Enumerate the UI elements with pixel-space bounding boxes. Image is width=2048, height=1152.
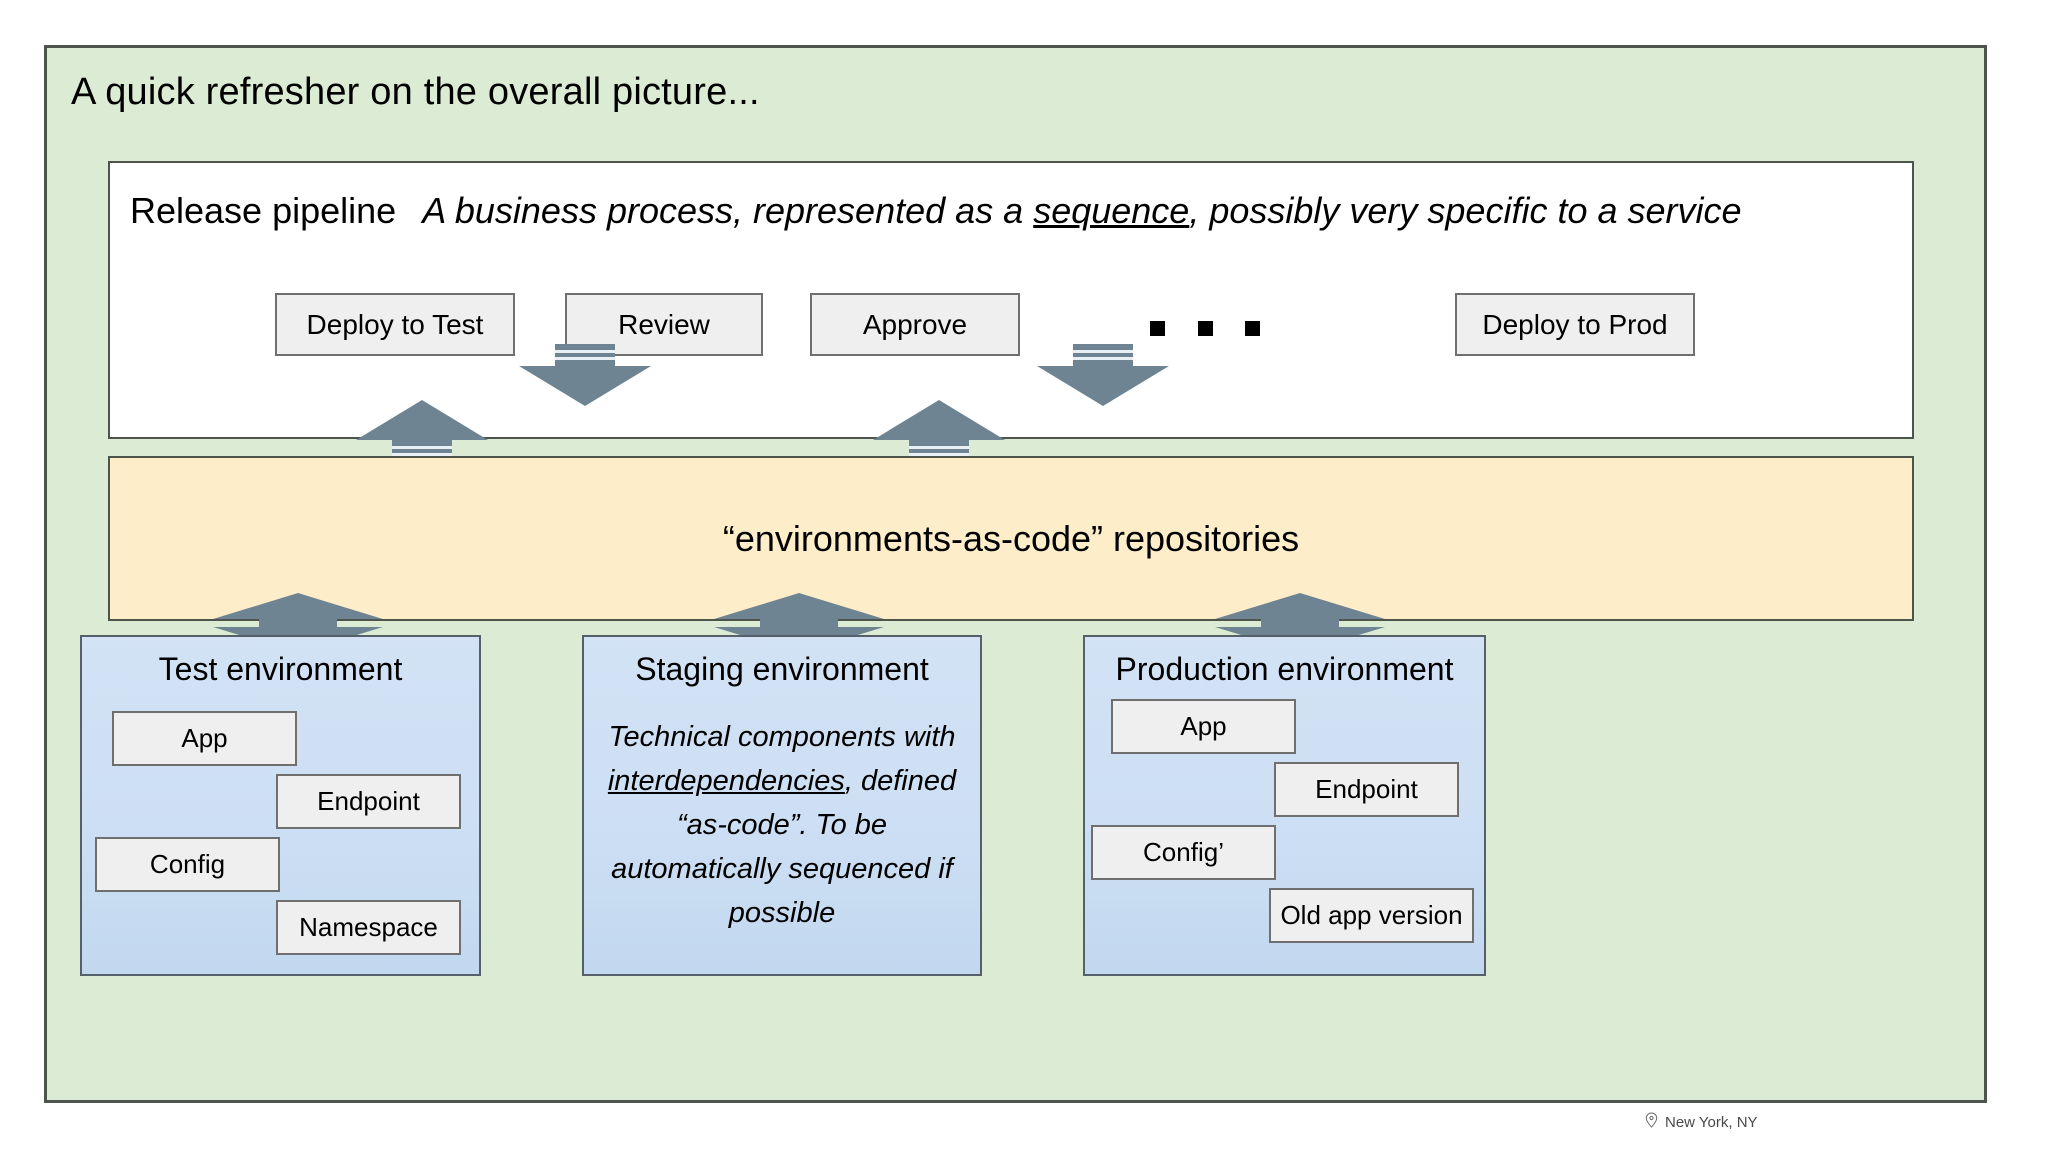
component-prod-app[interactable]: App [1111, 699, 1296, 754]
staging-note-part-1: Technical components with [608, 721, 956, 753]
environment-panel-staging: Staging environment Technical components… [582, 635, 982, 976]
pipeline-ellipsis-icon [1150, 299, 1260, 357]
component-prod-config[interactable]: Config’ [1091, 825, 1276, 880]
environment-title-staging: Staging environment [635, 651, 929, 687]
pipeline-stage-row: Deploy to Test Review Approve Deploy to … [110, 293, 1912, 373]
component-prod-old-app-version[interactable]: Old app version [1269, 888, 1474, 943]
arrow-down-test-repos [519, 344, 651, 406]
component-test-endpoint[interactable]: Endpoint [276, 774, 461, 829]
footer-location-label: New York, NY [1665, 1113, 1758, 1131]
component-test-config[interactable]: Config [95, 837, 280, 892]
release-pipeline-label: Release pipeline [130, 190, 397, 231]
arrow-up-pipeline-prod [873, 400, 1005, 462]
description-emphasis-sequence: sequence [1033, 190, 1190, 231]
ellipsis-dot-1 [1150, 320, 1165, 336]
ellipsis-dot-3 [1245, 320, 1260, 336]
release-pipeline-panel: Release pipeline A business process, repr… [108, 161, 1914, 439]
environment-panel-production: Production environment App Endpoint Conf… [1083, 635, 1486, 976]
staging-note-part-2: , defined “as-code”. To be automatically… [611, 765, 957, 929]
ellipsis-dot-2 [1197, 320, 1213, 336]
environment-note-staging: Technical components with interdependenc… [604, 715, 960, 935]
location-pin-icon [1645, 1112, 1658, 1132]
pipeline-stage-deploy-to-prod[interactable]: Deploy to Prod [1455, 293, 1695, 356]
arrow-down-prod-repos [1037, 344, 1169, 406]
repositories-label: “environments-as-code” repositories [722, 517, 1300, 559]
arrow-up-pipeline-test [356, 400, 488, 462]
pipeline-stage-approve[interactable]: Approve [810, 293, 1020, 356]
component-test-namespace[interactable]: Namespace [276, 900, 461, 955]
staging-note-emphasis-interdependencies: interdependencies [607, 765, 845, 797]
release-pipeline-description: A business process, represented as a seq… [422, 190, 1741, 231]
environment-panel-test: Test environment App Endpoint Config Nam… [80, 635, 481, 976]
release-pipeline-heading: Release pipeline A business process, repr… [130, 189, 1902, 233]
page-title: A quick refresher on the overall picture… [71, 71, 760, 113]
environment-title-test: Test environment [158, 651, 403, 687]
component-prod-endpoint[interactable]: Endpoint [1274, 762, 1459, 817]
slide-canvas: A quick refresher on the overall picture… [44, 45, 1987, 1103]
environment-title-production: Production environment [1115, 651, 1454, 687]
environments-as-code-repositories-band: “environments-as-code” repositories [108, 456, 1914, 621]
footer: New York, NY [1645, 1112, 1758, 1132]
pipeline-stage-deploy-to-test[interactable]: Deploy to Test [275, 293, 515, 356]
component-test-app[interactable]: App [112, 711, 297, 766]
description-part-1: A business process, represented as a [422, 190, 1034, 231]
description-part-2: , possibly very specific to a service [1189, 190, 1742, 231]
